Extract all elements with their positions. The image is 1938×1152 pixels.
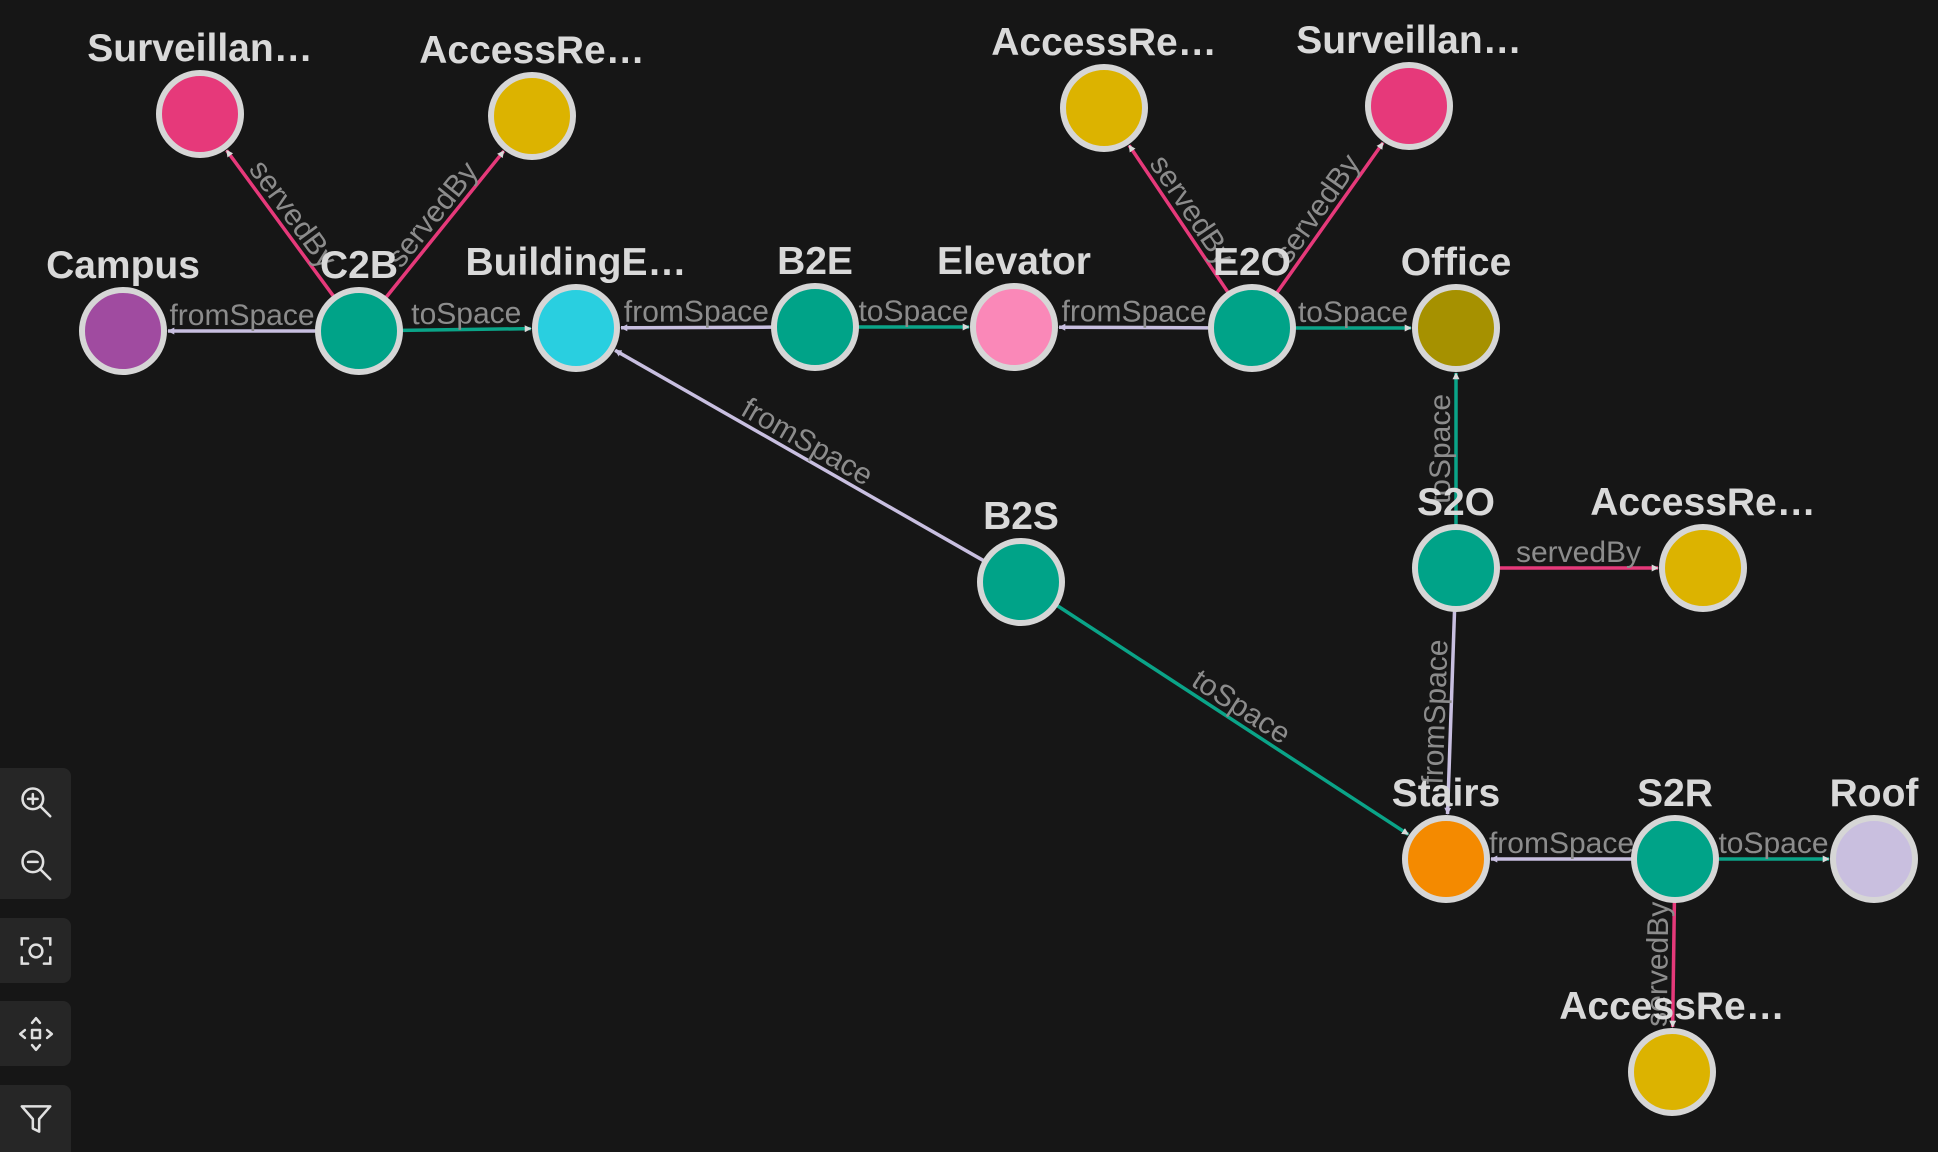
node-circle[interactable] [1208,284,1296,372]
node-label: C2B [320,244,398,287]
node-buildinge[interactable]: BuildingE… [466,241,687,372]
node-circle[interactable] [1830,815,1918,903]
node-circle[interactable] [532,284,620,372]
filter-icon [19,1104,52,1133]
node-circle[interactable] [970,283,1058,371]
node-label: Stairs [1392,772,1500,815]
node-label: S2R [1637,772,1713,815]
node-roof[interactable]: Roof [1830,772,1920,903]
node-circle[interactable] [1402,815,1490,903]
node-label: Office [1401,241,1512,284]
node-label: B2E [777,240,853,283]
edge-label: toSpace [1424,394,1457,504]
node-circle[interactable] [1365,62,1453,150]
node-circle[interactable] [315,287,403,375]
node-circle[interactable] [771,283,859,371]
edge-s2o-stairs[interactable] [1444,610,1457,815]
node-label: Roof [1830,772,1920,815]
node-label: S2O [1417,481,1495,524]
node-office[interactable]: Office [1401,241,1512,372]
node-label: Surveillan… [87,27,312,70]
node-label: B2S [983,495,1059,538]
node-surv1[interactable]: Surveillan… [87,27,313,158]
fit-view-icon [19,936,52,965]
edge-label: fromSpace [1489,827,1634,860]
node-b2e[interactable]: B2E [771,240,859,371]
node-access2[interactable]: AccessRe… [991,21,1217,152]
zoom-out-icon [20,850,52,881]
node-circle[interactable] [79,287,167,375]
node-circle[interactable] [1659,524,1747,612]
node-campus[interactable]: Campus [46,244,200,375]
edges-layer [167,141,1830,1028]
edge-c2b-access1[interactable] [384,149,506,299]
pan-toolbar [0,1001,71,1066]
node-e2o[interactable]: E2O [1208,241,1296,372]
node-circle[interactable] [156,70,244,158]
node-circle[interactable] [488,72,576,160]
edge-label: servedBy [1641,902,1676,1028]
node-label: AccessRe… [991,21,1216,64]
node-stairs[interactable]: Stairs [1392,772,1500,903]
node-circle[interactable] [1412,284,1500,372]
node-label: AccessRe… [419,29,644,72]
node-label: AccessRe… [1559,985,1784,1028]
edge-label: fromSpace [1417,639,1455,785]
node-circle[interactable] [1628,1028,1716,1116]
edge-label: toSpace [411,297,522,332]
move-icon [18,1016,53,1051]
edge-label: servedBy [1516,536,1641,569]
node-b2s[interactable]: B2S [977,495,1065,626]
edge-e2o-surv2[interactable] [1275,141,1385,294]
node-label: AccessRe… [1590,481,1815,524]
zoom-out-button[interactable] [6,836,66,894]
node-label: Campus [46,244,200,287]
node-label: E2O [1213,241,1291,284]
edge-label: fromSpace [736,392,878,493]
node-access1[interactable]: AccessRe… [419,29,645,160]
node-s2o[interactable]: S2O [1412,481,1500,612]
edge-label: toSpace [858,295,968,328]
edge-b2s-buildinge[interactable] [614,348,985,563]
edge-label: fromSpace [1061,295,1206,329]
edge-b2s-stairs[interactable] [1056,604,1410,836]
node-c2b[interactable]: C2B [315,244,403,375]
fit-view-button[interactable] [6,922,66,980]
edge-c2b-surv1[interactable] [225,149,335,298]
edge-label: toSpace [1298,296,1408,329]
node-circle[interactable] [977,538,1065,626]
node-circle[interactable] [1631,815,1719,903]
edge-label: toSpace [1186,663,1296,751]
node-access4[interactable]: AccessRe… [1559,985,1785,1116]
zoom-toolbar [0,768,71,899]
edge-e2o-elevator[interactable] [1058,323,1210,331]
edge-s2r-access4[interactable] [1669,901,1677,1028]
fit-toolbar [0,918,71,983]
edge-label: toSpace [1718,827,1828,860]
edge-e2o-access2[interactable] [1127,144,1230,294]
zoom-in-button[interactable] [6,773,66,831]
node-circle[interactable] [1412,524,1500,612]
node-label: BuildingE… [466,241,687,284]
node-label: Surveillan… [1296,19,1521,62]
node-s2r[interactable]: S2R [1631,772,1719,903]
edge-label: fromSpace [624,295,769,329]
move-button[interactable] [6,1005,66,1063]
edge-label: fromSpace [169,299,314,332]
edge-c2b-buildinge[interactable] [401,325,532,333]
zoom-in-icon [20,787,52,818]
node-surv2[interactable]: Surveillan… [1296,19,1522,150]
node-access3[interactable]: AccessRe… [1590,481,1816,612]
node-circle[interactable] [1060,64,1148,152]
edge-b2e-buildinge[interactable] [620,324,773,332]
node-elevator[interactable]: Elevator [937,240,1091,371]
filter-toolbar [0,1085,71,1152]
node-label: Elevator [937,240,1091,283]
filter-button[interactable] [6,1090,66,1148]
